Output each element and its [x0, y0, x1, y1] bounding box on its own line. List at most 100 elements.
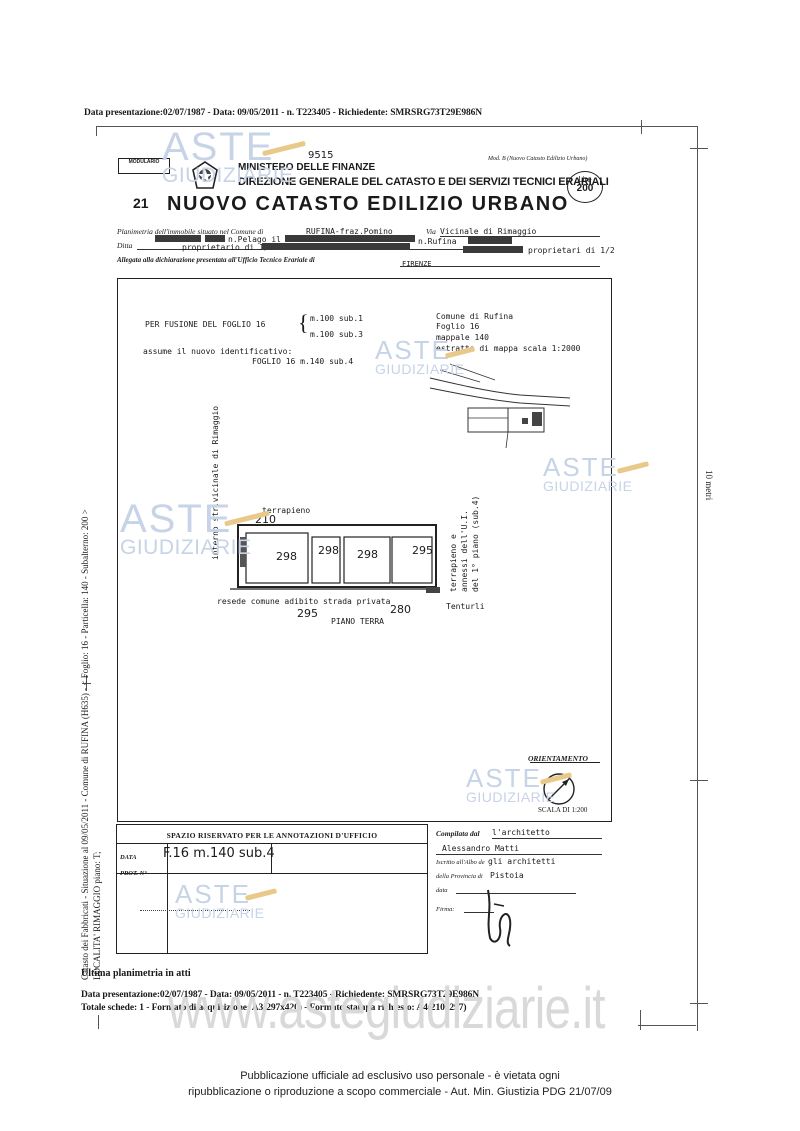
scale-10-metri: 10 metri: [704, 470, 714, 501]
frame-bottom-line: [638, 1025, 696, 1026]
revenue-stamp: Lire 200: [567, 171, 603, 203]
modulario-label: MODULARIO: [128, 159, 160, 165]
via-underline: [440, 236, 600, 237]
strada-vertical-text: interno str.vicinale di Rimaggio: [211, 405, 220, 560]
modulario-box: MODULARIO: [118, 158, 170, 174]
owner-line-1: n.Pelago il 2: [228, 235, 291, 244]
brace: {: [298, 310, 309, 335]
comune-text: Comune di Rufina: [436, 312, 514, 321]
underline: [456, 893, 576, 894]
sub2: m.100 sub.3: [310, 330, 363, 339]
gavel-icon: [616, 461, 650, 474]
planimetria-label: Planimetria dell'immobile situato nel Co…: [117, 227, 264, 236]
office-header-row: SPAZIO RISERVATO PER LE ANNOTAZIONI D'UF…: [117, 825, 427, 844]
assume-text: assume il nuovo identificativo:: [143, 347, 293, 356]
provincia-label: della Provincia di: [436, 873, 483, 880]
allegata-label: Allegata alla dichiarazione presentata a…: [117, 256, 315, 264]
proprietario: proprietario di 1/2: [182, 243, 274, 252]
gavel-icon: [262, 140, 306, 157]
via-value: Vicinale di Rimaggio: [440, 227, 537, 236]
num-295: 295: [297, 607, 318, 620]
right-vertical-text-2: annessi dell'U.I.: [460, 510, 469, 592]
publication-notice-2: ripubblicazione o riproduzione a scopo c…: [188, 1086, 612, 1098]
compilata-value: l'architetto: [492, 828, 550, 837]
underline: [436, 854, 602, 855]
frame-tick: [690, 148, 708, 149]
footer-line-1: Data presentazione:02/07/1987 - Data: 09…: [81, 990, 480, 1000]
comune-value: RUFINA-fraz.Pomino: [306, 227, 393, 236]
mappale-text: mappale 140: [436, 333, 489, 342]
office-header: SPAZIO RISERVATO PER LE ANNOTAZIONI D'UF…: [166, 831, 378, 840]
via-label: Via: [426, 227, 436, 236]
plan-frame: [117, 278, 612, 822]
redaction: [262, 243, 410, 250]
redaction: [205, 235, 225, 242]
terrapieno-text: terrapieno: [262, 506, 311, 515]
frame-tick: [690, 1003, 708, 1004]
tenturli-text: Tenturli: [446, 602, 485, 611]
emblem-icon: [191, 160, 219, 190]
right-vertical-text-1: terrapieno e: [449, 534, 458, 592]
watermark-line-1: ASTE: [162, 125, 275, 169]
new-identifier: FOGLIO 16 m.140 sub.4: [252, 357, 354, 366]
redaction: [463, 246, 523, 253]
office-mark: [140, 910, 250, 915]
right-vertical-text-3: del 1° piano (sub.4): [471, 495, 480, 592]
office-divider: [167, 843, 168, 953]
orientamento-underline: [530, 762, 600, 763]
top-header: Data presentazione:02/07/1987 - Data: 09…: [84, 108, 483, 118]
underline: [492, 838, 602, 839]
form-title: NUOVO CATASTO EDILIZIO URBANO: [167, 193, 569, 215]
map-extract-drawing: [429, 363, 571, 449]
piano-terra: PIANO TERRA: [331, 617, 384, 626]
iscritto-label: Iscritto all'Albo de: [436, 859, 485, 866]
provincia-value: Pistoia: [490, 871, 524, 880]
frame-tick: [98, 1015, 99, 1029]
compass-icon: [542, 772, 576, 806]
office-divider: [271, 843, 272, 873]
underline: [464, 912, 494, 913]
redaction: [468, 237, 512, 244]
frame-tick: [690, 780, 708, 781]
redaction: [285, 235, 415, 242]
office-divider: [117, 873, 427, 874]
frame-tick: [96, 126, 97, 136]
watermark-site: www.astegiudiziarie.it: [168, 976, 605, 1041]
owner-line-2: n.Rufina: [418, 237, 457, 246]
model-note: Mod. B (Nuovo Catasto Edilizio Urbano): [488, 156, 588, 162]
footer-line-2: Totale schede: 1 - Formato di acquisizio…: [81, 1003, 467, 1013]
estratto-text: estratto di mappa scala 1:2000: [436, 344, 581, 353]
frame-tick: [82, 683, 91, 684]
compilata-label: Compilata dal: [436, 829, 480, 838]
stamp-lire: Lire: [578, 175, 592, 184]
sub1: m.100 sub.1: [310, 314, 363, 323]
room-number: 298: [276, 550, 297, 563]
redaction: [155, 235, 201, 242]
office-data-label: DATA: [120, 854, 137, 861]
stamp-value: 200: [576, 183, 594, 194]
ultima-planimetria: Ultima planimetria in atti: [81, 968, 191, 979]
frame-top-line: [97, 126, 697, 127]
office-prot-label: PROT. N°: [120, 870, 147, 877]
proprietari: proprietari di 1/2: [528, 246, 615, 255]
floor-plan-drawing: [230, 524, 440, 593]
frame-tick: [641, 120, 642, 134]
side-cadastral-reference: Catasto dei Fabbricati - Situazione al 0…: [80, 509, 90, 980]
frame-right-line: [697, 126, 698, 1031]
fusion-text: PER FUSIONE DEL FOGLIO 16: [145, 320, 266, 329]
ministry-number: 9515: [308, 150, 334, 161]
room-number: 298: [318, 544, 339, 557]
publication-notice-1: Pubblicazione ufficiale ad esclusivo uso…: [240, 1070, 560, 1082]
ufficio-value: FIRENZE: [402, 260, 432, 268]
scala-label: SCALA DI 1:200: [538, 806, 588, 814]
firma-label: Firma:: [436, 906, 455, 913]
form-number-prefix: 21: [133, 195, 149, 211]
frame-tick: [640, 1010, 641, 1030]
office-data-value: F.16 m.140 sub.4: [163, 846, 275, 861]
foglio-text: Foglio 16: [436, 322, 480, 331]
room-number: 298: [357, 548, 378, 561]
num-280: 280: [390, 603, 411, 616]
direction-label: DIREZIONE GENERALE DEL CATASTO E DEI SER…: [238, 176, 609, 188]
ditta-label: Ditta: [117, 241, 133, 250]
orientamento-label: ORIENTAMENTO: [528, 754, 588, 763]
